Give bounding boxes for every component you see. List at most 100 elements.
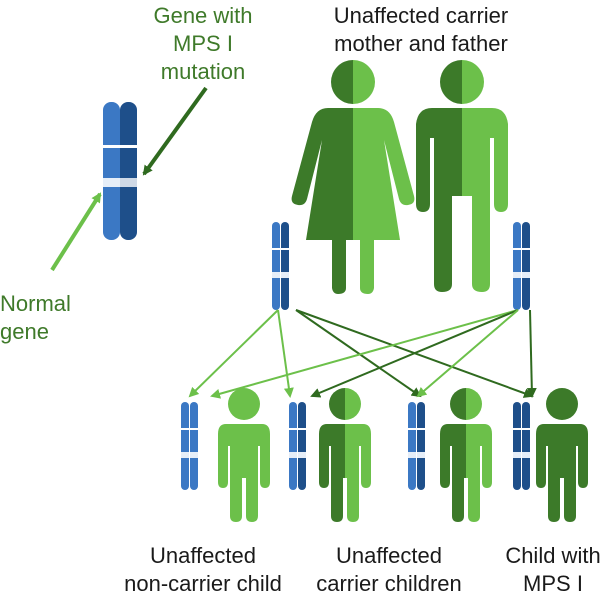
- mutation-gene-line-3: mutation: [160, 59, 246, 84]
- centromere: [289, 428, 306, 430]
- gene-band: [281, 272, 289, 278]
- inheritance-arrow: [310, 309, 519, 398]
- normal-gene-label: Normal gene: [0, 290, 90, 346]
- child-body-left: [536, 424, 562, 522]
- affected-line-2: MPS I: [523, 571, 583, 596]
- carriers-line-2: carrier children: [316, 571, 462, 596]
- child-group: [513, 388, 588, 522]
- chromosome-normal: [103, 102, 120, 240]
- child-body-left: [440, 424, 466, 522]
- gene-band: [522, 452, 530, 458]
- child-group: [408, 388, 492, 522]
- mother-figure: [291, 60, 415, 294]
- noncarrier-line-2: non-carrier child: [124, 571, 282, 596]
- inheritance-arrow: [295, 309, 422, 398]
- parents-label: Unaffected carrier mother and father: [308, 2, 534, 58]
- child-group: [181, 388, 270, 522]
- centromere: [181, 428, 198, 430]
- mother-chromosomes: [272, 222, 289, 310]
- chromosome-left: [272, 222, 280, 310]
- mutation-pointer-arrow: [142, 86, 208, 176]
- child-body-right: [244, 424, 270, 522]
- mutant-gene-band: [120, 178, 137, 187]
- gene-band: [408, 452, 416, 458]
- centromere: [272, 248, 289, 250]
- gene-band: [513, 452, 521, 458]
- chromosome-right: [298, 402, 306, 490]
- mutation-gene-label: Gene with MPS I mutation: [138, 2, 268, 86]
- father-chromosomes: [513, 222, 530, 310]
- chromosome-pair-legend: [103, 102, 137, 240]
- father-body-left: [416, 108, 462, 292]
- child-body-left: [218, 424, 244, 522]
- chromosome-left: [513, 222, 521, 310]
- child-head-left: [546, 388, 562, 420]
- mother-head-right: [353, 60, 375, 104]
- father-head-left: [440, 60, 462, 104]
- child-head-right: [345, 388, 361, 420]
- chromosome-mutant: [120, 102, 137, 240]
- affected-label: Child with MPS I: [492, 542, 614, 598]
- gene-band: [298, 452, 306, 458]
- noncarrier-label: Unaffected non-carrier child: [114, 542, 292, 598]
- inheritance-arrow: [277, 309, 294, 398]
- carriers-label: Unaffected carrier children: [300, 542, 478, 598]
- mutation-gene-line-1: Gene with: [153, 3, 253, 28]
- inheritance-arrow: [188, 309, 279, 398]
- chromosome-left: [181, 402, 189, 490]
- mother-body-right: [353, 108, 415, 294]
- mother-head-left: [331, 60, 353, 104]
- child-body-right: [562, 424, 588, 522]
- chromosome-right: [522, 402, 530, 490]
- child-head-left: [228, 388, 244, 420]
- father-figure: [416, 60, 508, 292]
- chromosome-right: [190, 402, 198, 490]
- chromosome-left: [513, 402, 521, 490]
- father-body-right: [462, 108, 508, 292]
- parents-line-2: mother and father: [334, 31, 508, 56]
- mother-body-left: [291, 108, 353, 294]
- gene-band: [272, 272, 280, 278]
- inheritance-arrow: [526, 309, 537, 398]
- child-head-right: [466, 388, 482, 420]
- gene-band: [513, 272, 521, 278]
- child-body-right: [466, 424, 492, 522]
- centromere: [513, 428, 530, 430]
- inheritance-arrow: [416, 309, 519, 398]
- chromosome-right: [522, 222, 530, 310]
- inheritance-arrow: [210, 309, 519, 399]
- chromosome-left: [289, 402, 297, 490]
- centromere: [103, 145, 137, 148]
- affected-line-1: Child with: [505, 543, 601, 568]
- child-body-right: [345, 424, 371, 522]
- centromere: [408, 428, 425, 430]
- gene-band: [190, 452, 198, 458]
- normal-gene-band: [103, 178, 120, 187]
- carriers-line-1: Unaffected: [335, 543, 442, 568]
- gene-band: [289, 452, 297, 458]
- child-head-right: [562, 388, 578, 420]
- child-group: [289, 388, 371, 522]
- mutation-gene-line-2: MPS I: [173, 31, 233, 56]
- child-head-left: [450, 388, 466, 420]
- normal-gene-line-2: gene: [0, 319, 49, 344]
- gene-band: [417, 452, 425, 458]
- parents-line-1: Unaffected carrier: [333, 3, 509, 28]
- gene-band: [181, 452, 189, 458]
- gene-band: [522, 272, 530, 278]
- father-head-right: [462, 60, 484, 104]
- normal-gene-line-1: Normal: [0, 291, 71, 316]
- chromosome-right: [417, 402, 425, 490]
- inheritance-arrows: [188, 309, 537, 399]
- child-body-left: [319, 424, 345, 522]
- centromere: [513, 248, 530, 250]
- normal-pointer-arrow: [50, 192, 102, 272]
- noncarrier-line-1: Unaffected: [149, 543, 256, 568]
- child-head-left: [329, 388, 345, 420]
- chromosome-right: [281, 222, 289, 310]
- chromosome-left: [408, 402, 416, 490]
- child-head-right: [244, 388, 260, 420]
- children-row: [181, 388, 588, 522]
